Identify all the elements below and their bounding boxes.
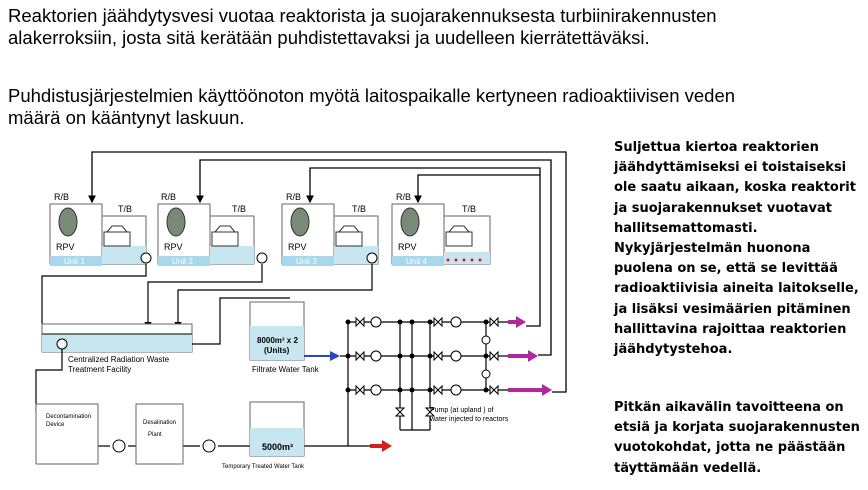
rpv-label: RPV bbox=[56, 242, 75, 252]
collection-pipes bbox=[41, 264, 373, 330]
reactor-unit-1: R/B T/B RPV Unit 1 bbox=[49, 192, 147, 266]
tb-label: T/B bbox=[462, 204, 476, 214]
reactor-unit-3: R/B T/B RPV Unit 3 bbox=[281, 192, 379, 266]
intro-paragraph-2: Puhdistusjärjestelmien käyttöönoton myöt… bbox=[8, 85, 736, 128]
tb-label: T/B bbox=[352, 204, 366, 214]
central-facility: Centralized Radiation Waste Treatment Fa… bbox=[41, 323, 193, 374]
rb-label: R/B bbox=[54, 192, 69, 202]
central-facility-label: Centralized Radiation Waste Treatment Fa… bbox=[68, 355, 171, 374]
rpv-label: RPV bbox=[398, 242, 417, 252]
manifold-valves bbox=[355, 316, 499, 417]
unit-label: Unit 4 bbox=[406, 257, 427, 266]
treated-volume: 5000m³ bbox=[262, 442, 293, 452]
reactor-unit-2: R/B T/B RPV Unit 2 bbox=[157, 192, 255, 266]
rb-label: R/B bbox=[286, 192, 301, 202]
filtrate-units: (Units) bbox=[264, 346, 290, 355]
tb-label: T/B bbox=[232, 204, 246, 214]
rpv-vessel bbox=[400, 207, 420, 237]
unit-label: Unit 3 bbox=[296, 257, 317, 266]
rpv-label: RPV bbox=[164, 242, 183, 252]
rpv-vessel bbox=[290, 207, 310, 237]
rpv-vessel bbox=[58, 207, 78, 237]
treated-label: Temporary Treated Water Tank bbox=[222, 464, 305, 470]
reactor-unit-4: R/B T/B RPV Unit 4 bbox=[391, 192, 491, 266]
unit-pumps bbox=[140, 252, 378, 264]
manifold-dots bbox=[345, 319, 489, 393]
blue-arrow bbox=[304, 351, 340, 361]
rpv-vessel bbox=[166, 207, 186, 237]
unit-label: Unit 1 bbox=[64, 257, 85, 266]
rpv-label: RPV bbox=[288, 242, 307, 252]
process-pipes bbox=[35, 297, 340, 447]
red-arrow bbox=[370, 440, 392, 452]
tb-label: T/B bbox=[118, 204, 132, 214]
filtrate-label: Filtrate Water Tank bbox=[252, 365, 320, 374]
side-paragraph-2: Pitkän aikavälin tavoitteena on etsiä ja… bbox=[614, 400, 860, 476]
rb-label: R/B bbox=[396, 192, 411, 202]
return-pipes bbox=[88, 151, 567, 393]
side-paragraph-1: Suljettua kiertoa reaktorien jäähdyttämi… bbox=[614, 140, 859, 358]
treated-water-tank: 5000m³ Temporary Treated Water Tank bbox=[222, 401, 392, 470]
intro-paragraph-1: Reaktorien jäähdytysvesi vuotaa reaktori… bbox=[8, 5, 717, 48]
filtrate-water-tank: 8000m³ x 2 (Units) Filtrate Water Tank bbox=[249, 301, 340, 374]
rb-label: R/B bbox=[161, 192, 176, 202]
unit-label: Unit 2 bbox=[172, 257, 193, 266]
filtrate-volume: 8000m³ x 2 bbox=[257, 336, 298, 345]
pump-label: Pump (at upland ) of water injected to r… bbox=[429, 407, 509, 423]
output-arrows bbox=[508, 316, 552, 396]
